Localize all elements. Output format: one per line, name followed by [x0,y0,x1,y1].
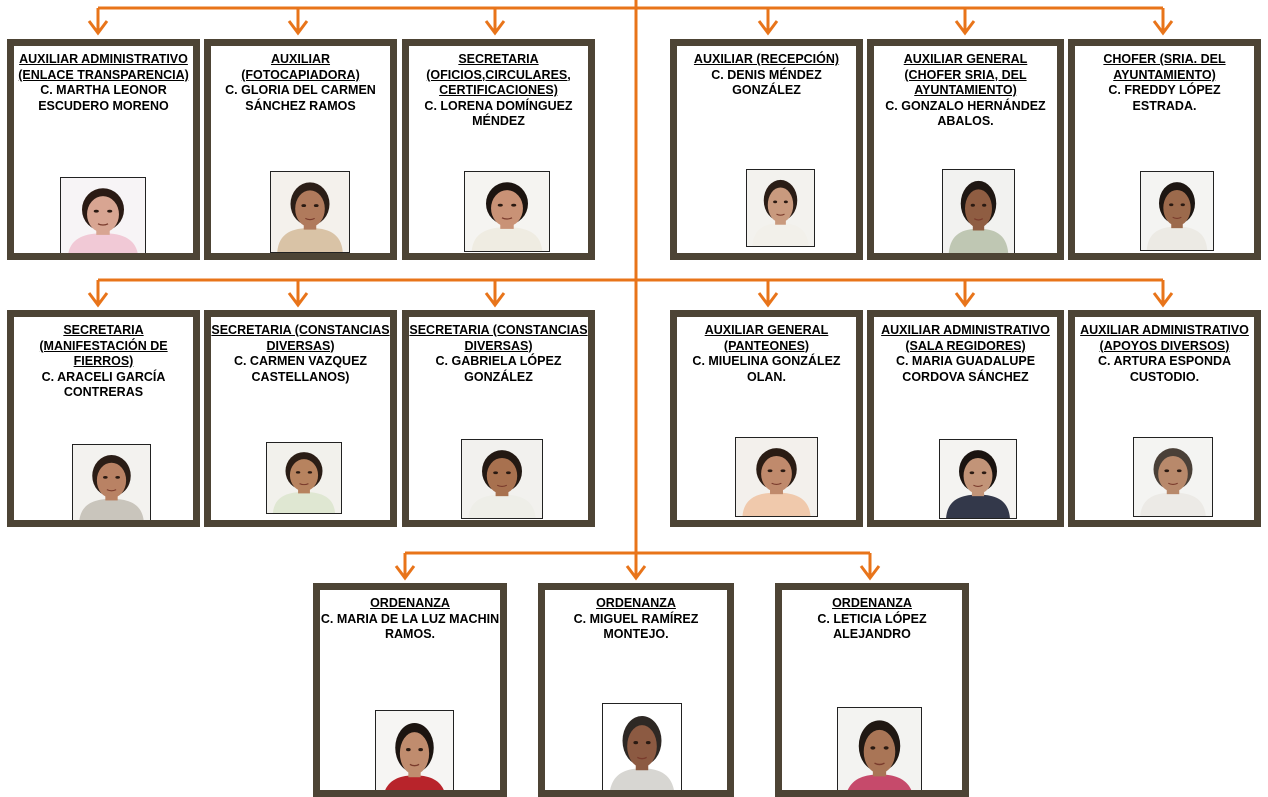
org-card: SECRETARIA (CONSTANCIAS DIVERSAS)C. GABR… [402,310,595,527]
org-card: AUXILIAR ADMINISTRATIVO (APOYOS DIVERSOS… [1068,310,1261,527]
card-role: ORDENANZA [832,596,912,610]
card-person-name: C. MARIA GUADALUPE CORDOVA SÁNCHEZ [895,354,1036,384]
arrow-head [859,565,881,581]
card-person-name: C. LETICIA LÓPEZ ALEJANDRO [817,611,927,642]
person-photo [464,171,550,252]
person-photo [942,169,1015,253]
card-role: SECRETARIA (CONSTANCIAS DIVERSAS) [409,323,588,353]
card-person-name: C. MIUELINA GONZÁLEZ OLAN. [692,354,841,384]
arrow-head [757,20,779,36]
org-card: SECRETARIA (OFICIOS,CIRCULARES, CERTIFIC… [402,39,595,260]
arrow-head [954,292,976,308]
card-role: AUXILIAR (FOTOCAPIADORA) [241,52,360,82]
card-person-name: C. DENIS MÉNDEZ GONZÁLEZ [711,67,822,98]
arrow-head [394,565,416,581]
person-photo [461,439,543,519]
person-photo [270,171,350,253]
card-role: SECRETARIA (MANIFESTACIÓN DE FIERROS) [39,323,168,368]
org-card: AUXILIAR (FOTOCAPIADORA)C. GLORIA DEL CA… [204,39,397,260]
arrow-head [87,292,109,308]
card-person-name: C. ARACELI GARCÍA CONTRERAS [41,369,166,400]
person-photo [375,710,454,790]
person-photo [746,169,815,247]
org-card: AUXILIAR (RECEPCIÓN)C. DENIS MÉNDEZ GONZ… [670,39,863,260]
card-role: AUXILIAR ADMINISTRATIVO (ENLACE TRANSPAR… [18,52,189,82]
person-photo [602,703,682,790]
card-person-name: C. MIGUEL RAMÍREZ MONTEJO. [573,611,699,642]
org-card: SECRETARIA (CONSTANCIAS DIVERSAS)C. CARM… [204,310,397,527]
arrow-head [484,292,506,308]
person-photo [1133,437,1213,517]
card-role: AUXILIAR GENERAL (PANTEONES) [704,323,829,353]
arrow-head [954,20,976,36]
person-photo [939,439,1017,519]
card-person-name: C. GONZALO HERNÁNDEZ ABALOS. [885,98,1046,129]
org-card: CHOFER (SRIA. DEL AYUNTAMIENTO)C. FREDDY… [1068,39,1261,260]
card-person-name: C. MARIA DE LA LUZ MACHIN RAMOS. [320,611,500,642]
card-person-name: C. FREDDY LÓPEZ ESTRADA. [1108,83,1221,113]
person-photo [266,442,342,514]
card-role: AUXILIAR GENERAL (CHOFER SRIA, DEL AYUNT… [903,52,1028,97]
card-role: ORDENANZA [596,596,676,610]
arrow-head [287,292,309,308]
person-photo [837,707,922,790]
person-photo [60,177,146,253]
org-card: AUXILIAR ADMINISTRATIVO (ENLACE TRANSPAR… [7,39,200,260]
arrow-head [757,292,779,308]
arrow-head [287,20,309,36]
card-person-name: C. GABRIELA LÓPEZ GONZÁLEZ [435,354,562,384]
card-person-name: C. GLORIA DEL CARMEN SÁNCHEZ RAMOS [225,83,376,113]
org-card: AUXILIAR GENERAL (CHOFER SRIA, DEL AYUNT… [867,39,1064,260]
card-role: AUXILIAR (RECEPCIÓN) [693,52,840,66]
card-person-name: C. ARTURA ESPONDA CUSTODIO. [1097,354,1232,384]
card-role: CHOFER (SRIA. DEL AYUNTAMIENTO) [1103,52,1226,82]
card-person-name: C. CARMEN VAZQUEZ CASTELLANOS) [233,354,368,384]
card-role: AUXILIAR ADMINISTRATIVO (APOYOS DIVERSOS… [1080,323,1249,353]
arrow-head [625,565,647,581]
arrow-head [484,20,506,36]
card-role: AUXILIAR ADMINISTRATIVO (SALA REGIDORES) [881,323,1050,353]
card-role: SECRETARIA (CONSTANCIAS DIVERSAS) [211,323,390,353]
card-person-name: C. MARTHA LEONOR ESCUDERO MORENO [38,83,169,113]
card-role: ORDENANZA [370,596,450,610]
arrow-head [87,20,109,36]
person-photo [72,444,151,520]
card-role: SECRETARIA (OFICIOS,CIRCULARES, CERTIFIC… [426,52,571,97]
arrow-head [1152,20,1174,36]
person-photo [1140,171,1214,251]
card-person-name: C. LORENA DOMÍNGUEZ MÉNDEZ [424,98,573,129]
org-card: SECRETARIA (MANIFESTACIÓN DE FIERROS)C. … [7,310,200,527]
person-photo [735,437,818,517]
org-card: AUXILIAR GENERAL (PANTEONES)C. MIUELINA … [670,310,863,527]
arrow-head [1152,292,1174,308]
org-card: AUXILIAR ADMINISTRATIVO (SALA REGIDORES)… [867,310,1064,527]
